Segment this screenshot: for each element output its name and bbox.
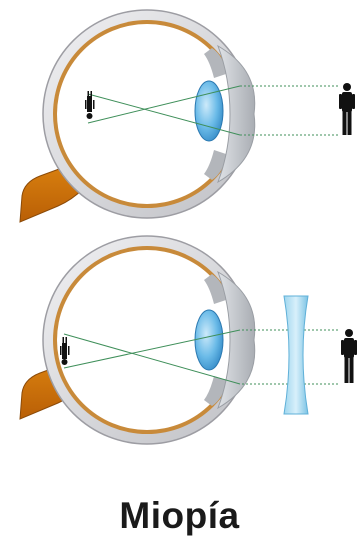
person-silhouette xyxy=(341,329,357,383)
diagram-caption: Miopía xyxy=(0,496,359,536)
eye-diagram-uncorrected xyxy=(20,10,355,222)
person-silhouette xyxy=(339,83,355,135)
eye-lens xyxy=(195,81,223,141)
eye-diagram-corrected xyxy=(20,236,357,444)
concave-lens xyxy=(284,296,308,414)
eye-lens xyxy=(195,310,223,370)
